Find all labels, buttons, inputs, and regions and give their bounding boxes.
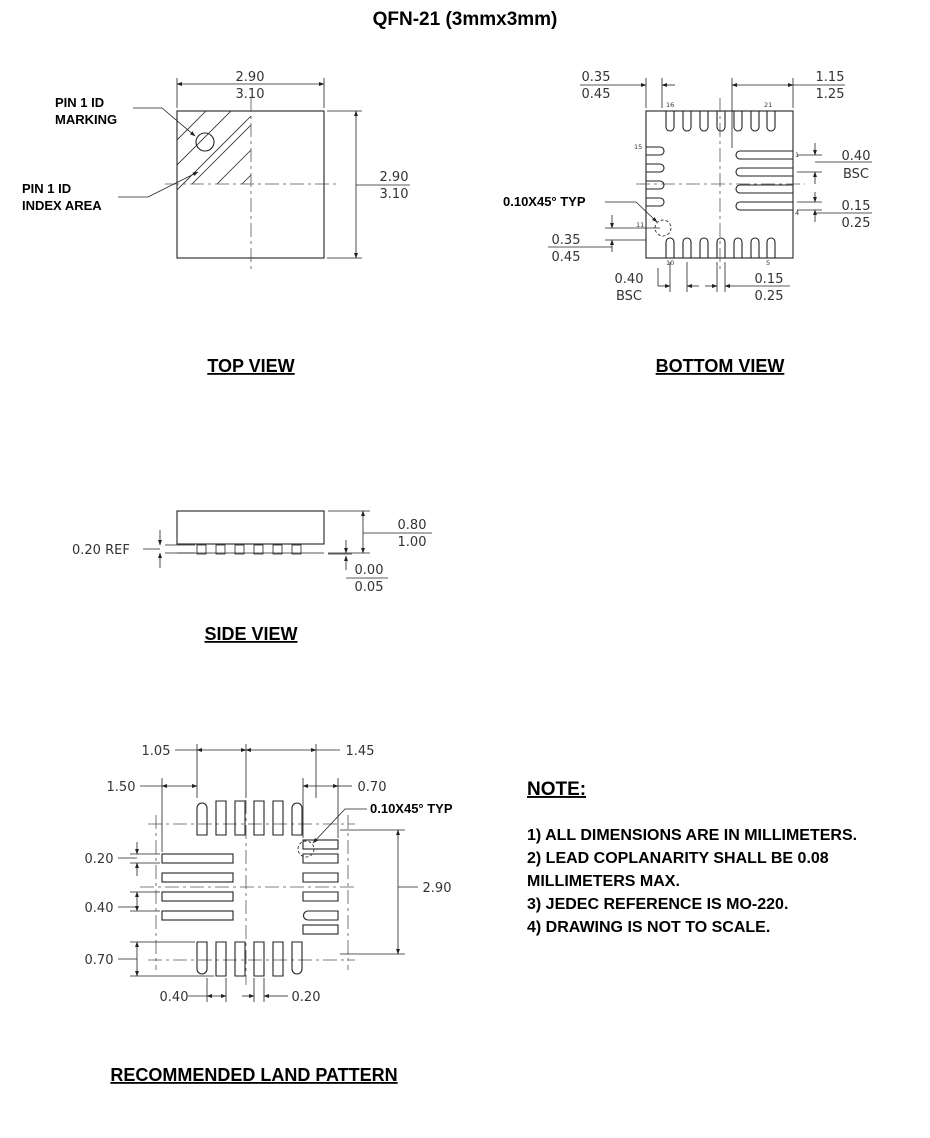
land-dim-040-left: 0.40 [85, 901, 114, 916]
top-package-outline [176, 110, 325, 259]
land-dim-020-bottom: 0.20 [292, 990, 321, 1005]
pin-number: 5 [766, 259, 770, 267]
side-standoff-min: 0.00 [355, 563, 384, 578]
pin-number: 4 [795, 209, 799, 217]
bottom-dim-bottom-lead-min: 0.15 [755, 272, 784, 287]
land-dim-070-top: 0.70 [358, 780, 387, 795]
bottom-dim-top-left-min: 0.35 [582, 70, 611, 85]
land-pattern-heading: RECOMMENDED LAND PATTERN [110, 1065, 397, 1085]
land-dim-020-left: 0.20 [85, 852, 114, 867]
land-dim-290: 2.90 [423, 881, 452, 896]
pin-number: 15 [634, 143, 642, 151]
note-line: 4) DRAWING IS NOT TO SCALE. [527, 919, 770, 936]
land-pattern: 0.10X45° TYP 1.05 1.45 1.50 0.70 0.20 [85, 744, 453, 1085]
note-line: 1) ALL DIMENSIONS ARE IN MILLIMETERS. [527, 827, 857, 844]
bottom-dim-right-lead-max: 0.25 [842, 216, 871, 231]
drawing-title: QFN-21 (3mmx3mm) [373, 9, 558, 30]
side-height-min: 0.80 [398, 518, 427, 533]
pin1-marking-label-2: MARKING [55, 112, 117, 127]
pin1-index-hatch [177, 111, 252, 191]
side-body-outline [176, 510, 325, 545]
note-heading: NOTE: [527, 779, 586, 800]
bottom-view-heading: BOTTOM VIEW [656, 356, 785, 376]
bottom-dim-bottom-pitch-bsc: BSC [616, 289, 642, 304]
pin-number: 16 [666, 101, 674, 109]
land-chamfer-label: 0.10X45° TYP [370, 801, 453, 816]
pin-number: 21 [764, 101, 772, 109]
bottom-dim-bottom-lead-max: 0.25 [755, 289, 784, 304]
bottom-dim-right-pitch-bsc: BSC [843, 167, 869, 182]
bottom-dim-top-right-max: 1.25 [816, 87, 845, 102]
side-view-heading: SIDE VIEW [204, 624, 297, 644]
note-line: 3) JEDEC REFERENCE IS MO-220. [527, 896, 788, 913]
side-ref-label: 0.20 REF [72, 543, 130, 558]
bottom-dim-top-left-max: 0.45 [582, 87, 611, 102]
land-dim-105: 1.05 [142, 744, 171, 759]
top-width-min: 2.90 [236, 70, 265, 85]
notes: NOTE: 1) ALL DIMENSIONS ARE IN MILLIMETE… [527, 779, 857, 936]
top-view-heading: TOP VIEW [207, 356, 294, 376]
pin1-marking-dot [195, 132, 215, 152]
land-dim-145: 1.45 [346, 744, 375, 759]
bottom-dim-left-len-min: 0.35 [552, 233, 581, 248]
land-dim-040-bottom: 0.40 [160, 990, 189, 1005]
top-height-min: 2.90 [380, 170, 409, 185]
pin-number: 11 [636, 221, 644, 229]
bottom-dim-right-pitch: 0.40 [842, 149, 871, 164]
bottom-dim-left-len-max: 0.45 [552, 250, 581, 265]
note-line: 2) LEAD COPLANARITY SHALL BE 0.08 [527, 850, 829, 867]
bottom-dim-bottom-pitch: 0.40 [615, 272, 644, 287]
side-view: 0.20 REF 0.80 1.00 0.00 0.05 SIDE VIEW [72, 510, 432, 644]
bottom-dim-top-right-min: 1.15 [816, 70, 845, 85]
pin1-marking-label-1: PIN 1 ID [55, 95, 104, 110]
bottom-view: 0.10X45° TYP 16 21 15 1 4 11 10 5 0.35 0… [503, 70, 872, 376]
top-view: 2.90 3.10 2.90 3.10 PIN 1 ID MARKING PIN… [22, 70, 410, 376]
top-width-max: 3.10 [236, 87, 265, 102]
top-height-max: 3.10 [380, 187, 409, 202]
bottom-dim-right-lead-min: 0.15 [842, 199, 871, 214]
pin1-index-label-1: PIN 1 ID [22, 181, 71, 196]
bottom-chamfer-label: 0.10X45° TYP [503, 194, 586, 209]
side-standoff-max: 0.05 [355, 580, 384, 595]
side-height-max: 1.00 [398, 535, 427, 550]
land-dim-150: 1.50 [107, 780, 136, 795]
pin1-index-label-2: INDEX AREA [22, 198, 102, 213]
note-line: MILLIMETERS MAX. [527, 873, 680, 890]
land-dim-070-left: 0.70 [85, 953, 114, 968]
